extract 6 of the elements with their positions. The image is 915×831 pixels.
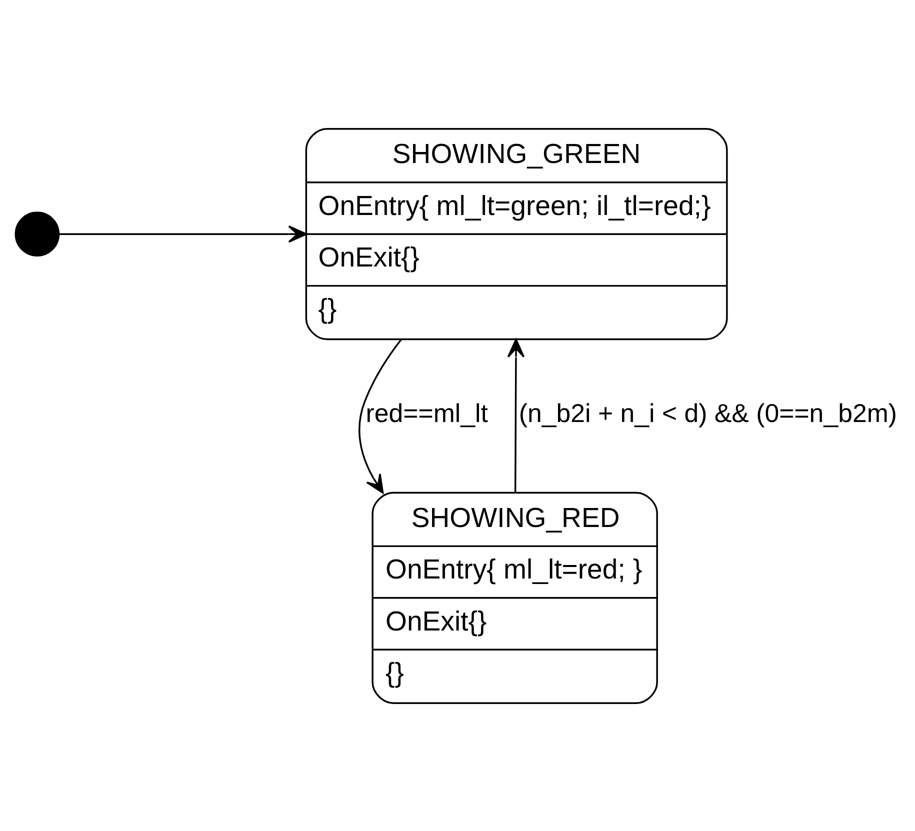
arrow — [59, 224, 308, 242]
arrow — [507, 338, 525, 492]
edge-label: red==ml_lt — [366, 400, 488, 428]
arrow — [358, 338, 402, 494]
node-circle — [14, 211, 60, 256]
edge-label: (n_b2i + n_i < d) && (0==n_b2m) — [518, 400, 897, 428]
